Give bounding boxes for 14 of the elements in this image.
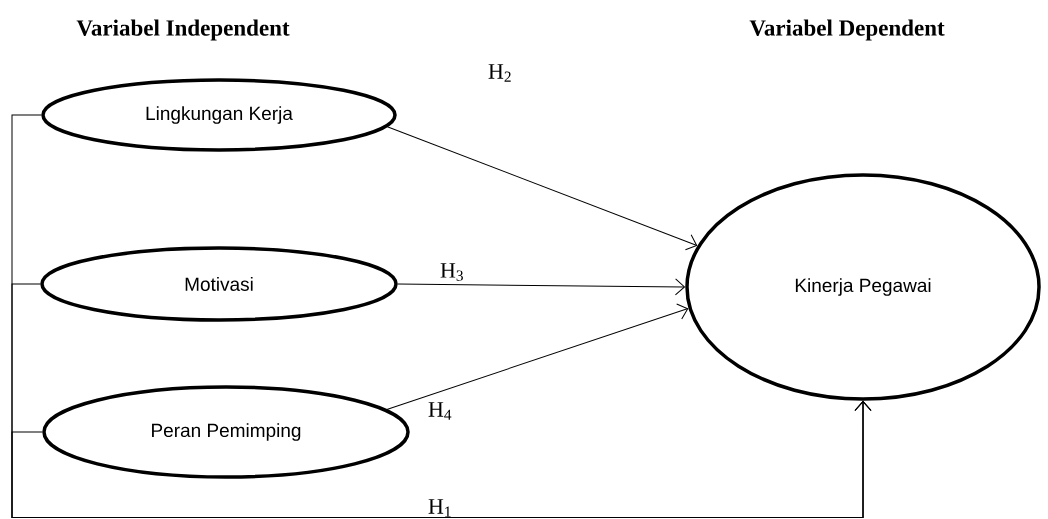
arrow: [386, 126, 698, 251]
edge-label: H$_{3}$: [440, 263, 463, 281]
ellipse-node: Lingkungan Kerja: [41, 78, 397, 152]
column-heading: Variabel Dependent: [749, 19, 945, 41]
column-heading: Variabel Independent: [76, 19, 290, 41]
edge-label: H$_{1}$: [428, 499, 451, 517]
connector-line: [11, 401, 872, 518]
ellipse-node: Kinerja Pegawai: [685, 173, 1041, 401]
arrow: [386, 303, 689, 410]
ellipse-node: Motivasi: [40, 246, 398, 322]
ellipse-node: Peran Pemimping: [42, 385, 410, 479]
edge-label: H$_{4}$: [428, 402, 452, 420]
edge-label: H$_{2}$: [488, 64, 511, 82]
arrow: [397, 278, 685, 296]
